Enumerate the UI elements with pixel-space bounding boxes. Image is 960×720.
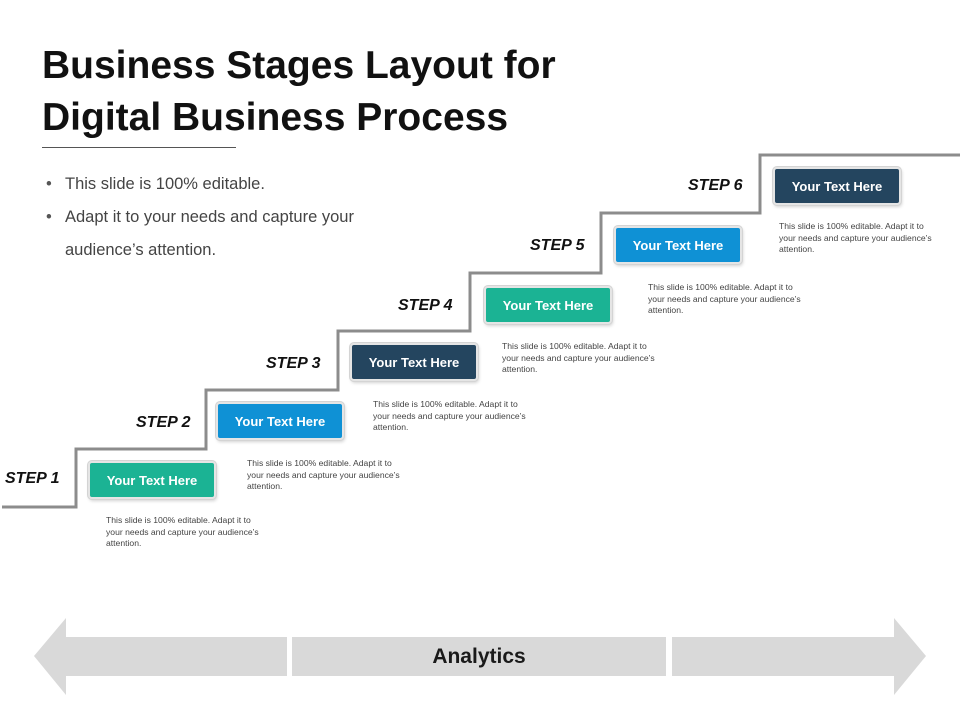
step-4-box[interactable]: Your Text Here (484, 286, 612, 324)
slide-title: Business Stages Layout for Digital Busin… (42, 44, 556, 139)
bullet-list: This slide is 100% editable. Adapt it to… (44, 168, 374, 267)
step-3-box[interactable]: Your Text Here (350, 343, 478, 381)
step-5-label: STEP 5 (530, 237, 585, 254)
bullet-item: This slide is 100% editable. (44, 168, 374, 201)
step-1-label: STEP 1 (5, 470, 60, 487)
left-arrow-head-icon (34, 618, 287, 695)
step-4-label: STEP 4 (398, 297, 453, 314)
analytics-label: Analytics (432, 645, 526, 668)
step-3-label: STEP 3 (266, 355, 321, 372)
bullet-item: Adapt it to your needs and capture your … (44, 201, 374, 267)
step-6-description: This slide is 100% editable. Adapt it to… (779, 221, 932, 254)
step-2-label: STEP 2 (136, 414, 191, 431)
right-arrow-head-icon (672, 618, 926, 695)
step-3-description: This slide is 100% editable. Adapt it to… (373, 399, 526, 432)
step-6-box[interactable]: Your Text Here (773, 167, 901, 205)
step-6-label: STEP 6 (688, 177, 743, 194)
step-4-description: This slide is 100% editable. Adapt it to… (502, 341, 655, 374)
step-1-box[interactable]: Your Text Here (88, 461, 216, 499)
analytics-bar (292, 637, 666, 676)
step-5-description: This slide is 100% editable. Adapt it to… (648, 282, 801, 315)
title-underline (42, 147, 236, 148)
step-2-description: This slide is 100% editable. Adapt it to… (247, 458, 400, 491)
step-5-box[interactable]: Your Text Here (614, 226, 742, 264)
step-2-box[interactable]: Your Text Here (216, 402, 344, 440)
step-1-description: This slide is 100% editable. Adapt it to… (106, 515, 259, 548)
